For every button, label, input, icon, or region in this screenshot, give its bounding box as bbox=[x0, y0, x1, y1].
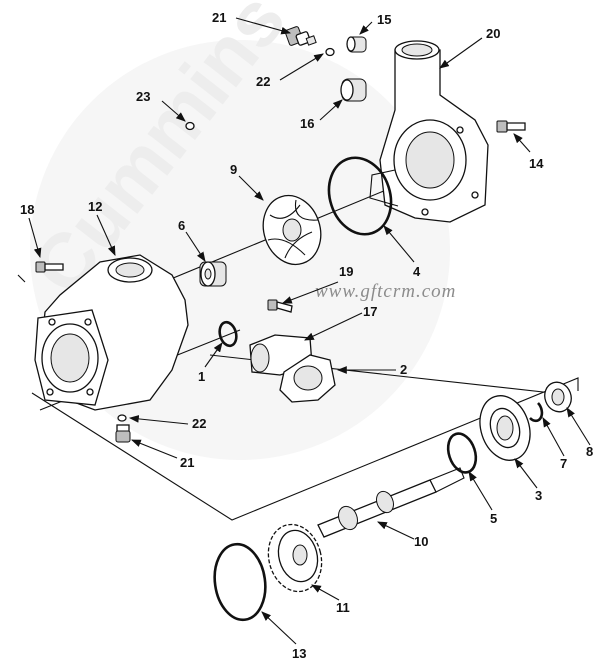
part-18-bolt bbox=[35, 261, 64, 273]
site-watermark: www.gftcrm.com bbox=[315, 281, 456, 302]
callout-14: 14 bbox=[529, 156, 544, 171]
callout-6: 6 bbox=[178, 218, 185, 233]
callout-9: 9 bbox=[230, 162, 237, 177]
callout-3: 3 bbox=[535, 488, 542, 503]
part-15-plug bbox=[346, 36, 367, 53]
callout-22-top: 22 bbox=[256, 74, 270, 89]
callout-18: 18 bbox=[20, 202, 34, 217]
part-10-shaft bbox=[317, 467, 465, 538]
part-7-snap-ring bbox=[529, 402, 544, 423]
callout-4: 4 bbox=[413, 264, 421, 279]
callout-8: 8 bbox=[586, 444, 593, 459]
callout-12: 12 bbox=[88, 199, 102, 214]
callout-17: 17 bbox=[363, 304, 377, 319]
part-1-oring bbox=[218, 320, 238, 348]
callout-21-bottom: 21 bbox=[180, 455, 194, 470]
part-5-snap-ring bbox=[446, 432, 478, 474]
callout-10: 10 bbox=[414, 534, 428, 549]
callout-23: 23 bbox=[136, 89, 150, 104]
part-20-outlet-housing bbox=[369, 40, 489, 223]
callout-11: 11 bbox=[336, 600, 350, 615]
callout-5: 5 bbox=[490, 511, 497, 526]
part-21-sensor bbox=[284, 26, 317, 46]
part-13-oring bbox=[213, 542, 267, 622]
part-8-seal bbox=[544, 381, 572, 413]
part-6-seal bbox=[199, 261, 227, 287]
callout-7: 7 bbox=[560, 456, 567, 471]
part-11-gear bbox=[267, 523, 323, 593]
callout-15: 15 bbox=[377, 12, 391, 27]
part-23-oring bbox=[185, 121, 195, 131]
part-14-bolt bbox=[496, 120, 526, 133]
part-21-fitting-bottom bbox=[115, 424, 131, 443]
part-12-pump-housing bbox=[34, 254, 189, 411]
part-22-oring-top bbox=[325, 47, 335, 57]
part-16-plug bbox=[340, 78, 367, 102]
callout-2: 2 bbox=[400, 362, 407, 377]
part-22-oring-bottom bbox=[117, 414, 127, 422]
part-9-impeller bbox=[262, 194, 322, 266]
assembly-outline bbox=[31, 377, 579, 521]
part-2-gasket bbox=[279, 354, 336, 403]
callout-19: 19 bbox=[339, 264, 353, 279]
part-4-gasket bbox=[327, 156, 393, 236]
part-19-bolt bbox=[267, 299, 293, 313]
callout-22-bottom: 22 bbox=[192, 416, 206, 431]
part-3-bearing bbox=[479, 395, 531, 461]
callout-16: 16 bbox=[300, 116, 314, 131]
callout-1: 1 bbox=[198, 369, 205, 384]
callout-13: 13 bbox=[292, 646, 306, 661]
callout-labels: 21 15 20 22 23 16 14 9 18 12 6 4 19 17 1… bbox=[20, 10, 593, 661]
callout-20: 20 bbox=[486, 26, 500, 41]
leader-lines bbox=[28, 17, 591, 645]
callout-21-top: 21 bbox=[212, 10, 226, 25]
